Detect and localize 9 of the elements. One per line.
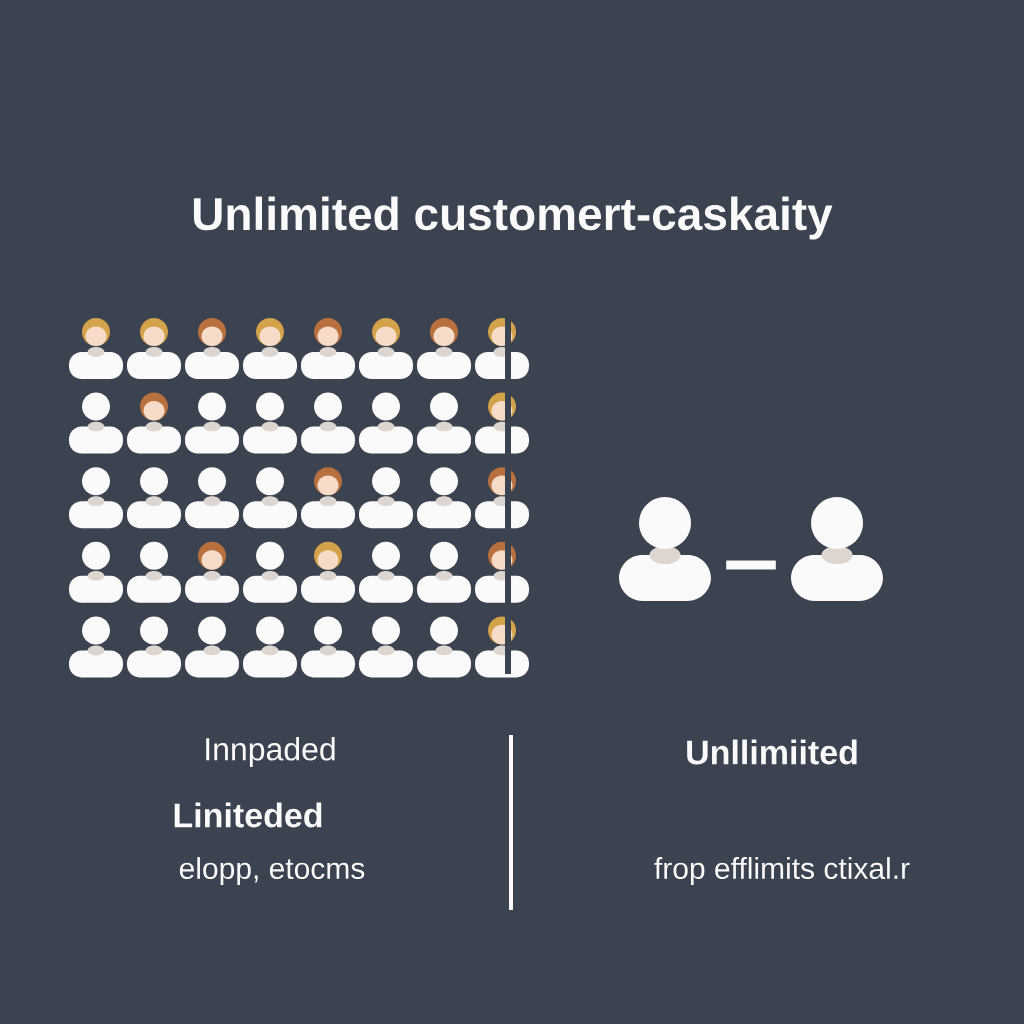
- caption-text: frop efflimits ctixal.r: [654, 857, 910, 885]
- heading: Unllimiited: [687, 739, 857, 765]
- person-icon: [619, 497, 711, 601]
- caption-text: Innpaded: [206, 737, 335, 767]
- title: Unlimited customert-caskaity: [193, 196, 833, 240]
- caption-text: elopp, etocms: [179, 857, 365, 885]
- heading: Liniteded: [174, 802, 322, 828]
- person-icon: [791, 497, 883, 601]
- dash-connector: [726, 560, 776, 570]
